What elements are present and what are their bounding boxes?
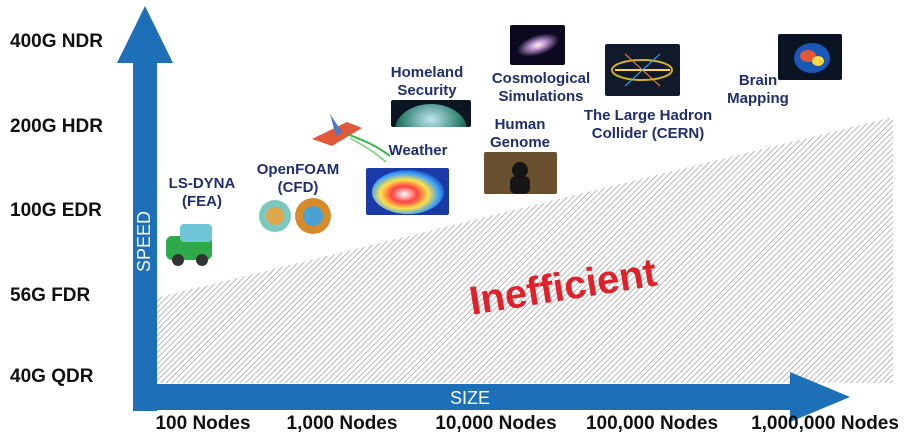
- inefficient-region: [156, 117, 893, 383]
- collider-icon: [605, 44, 680, 96]
- car-crash-icon: [166, 224, 212, 266]
- speed-level-400g: 400G NDR: [10, 31, 103, 52]
- x-axis-arrow: [133, 372, 850, 422]
- size-level-10000: 10,000 Nodes: [435, 413, 557, 434]
- app-weather-label: Weather: [388, 142, 448, 159]
- x-axis-label: SIZE: [450, 388, 490, 408]
- brain-icon: [778, 34, 842, 80]
- size-level-100000: 100,000 Nodes: [585, 413, 719, 434]
- speed-level-56g: 56G FDR: [10, 285, 91, 306]
- speed-level-40g: 40G QDR: [10, 366, 94, 387]
- speed-level-100g: 100G EDR: [10, 200, 102, 221]
- globe-icon: [391, 100, 471, 127]
- galaxy-icon: [510, 25, 565, 65]
- size-level-100: 100 Nodes: [155, 413, 251, 434]
- cfd-spheres-icon: [259, 198, 331, 234]
- speed-level-200g: 200G HDR: [10, 116, 103, 137]
- genome-icon: [484, 152, 557, 194]
- y-axis-arrow: [117, 6, 173, 411]
- size-level-1000: 1,000 Nodes: [286, 413, 398, 434]
- hurricane-icon: [366, 168, 449, 215]
- size-level-1000000: 1,000,000 Nodes: [751, 413, 899, 434]
- y-axis-label: SPEED: [134, 211, 154, 272]
- app-ls-dyna-label: LS-DYNA(FEA): [168, 175, 236, 210]
- aircraft-flow-icon: [312, 114, 391, 163]
- app-openfoam-label: OpenFOAM(CFD): [256, 161, 340, 196]
